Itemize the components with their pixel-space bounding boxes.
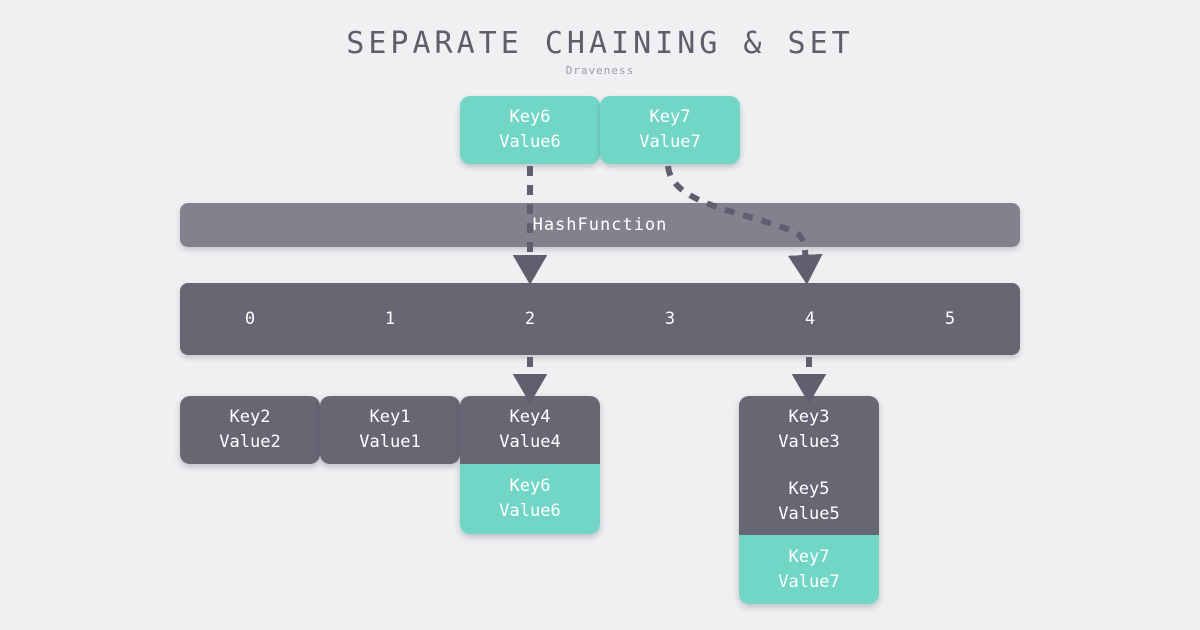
bucket-index-5[interactable]: 5	[944, 309, 956, 329]
hash-function-bar[interactable]: HashFunction	[180, 203, 1020, 247]
chain-bucket-1-segment-0[interactable]: Key1 Value1	[320, 396, 460, 464]
chain-bucket-2-segment-1[interactable]: Key6 Value6	[460, 464, 600, 534]
chain-entry: Key5 Value5	[778, 477, 839, 527]
incoming-node-key7-key: Key7	[649, 107, 691, 127]
chain-entry-key: Key2	[229, 407, 271, 427]
chain-bucket-2-segment-0[interactable]: Key4 Value4	[460, 396, 600, 464]
chain-entry: Key6 Value6	[499, 474, 560, 524]
chain-entry-key: Key6	[509, 476, 551, 496]
incoming-node-key6-value: Value6	[499, 132, 561, 152]
bucket-index-2[interactable]: 2	[524, 309, 536, 329]
chain-bucket-0: Key2 Value2	[180, 396, 320, 464]
chain-entry-key: Key3	[788, 406, 830, 427]
chain-entry-value: Value5	[778, 503, 840, 524]
chain-entry-value: Value4	[499, 432, 561, 452]
chain-bucket-2: Key4 Value4 Key6 Value6	[460, 396, 600, 534]
chain-bucket-0-segment-0[interactable]: Key2 Value2	[180, 396, 320, 464]
hash-function-label: HashFunction	[532, 215, 668, 235]
chain-bucket-4-segment-0[interactable]: Key3 Value3 Key5 Value5	[739, 396, 879, 535]
chain-entry-value: Value2	[219, 432, 281, 452]
chain-bucket-4-segment-1[interactable]: Key7 Value7	[739, 535, 879, 604]
bucket-index-0[interactable]: 0	[244, 309, 256, 329]
chain-entry: Key4 Value4	[499, 405, 560, 455]
chain-bucket-1: Key1 Value1	[320, 396, 460, 464]
incoming-node-key7[interactable]: Key7 Value7	[600, 96, 740, 164]
chain-entry-key: Key1	[369, 407, 411, 427]
chain-entry-value: Value3	[778, 431, 840, 452]
chain-entry: Key1 Value1	[359, 405, 420, 455]
bucket-index-4[interactable]: 4	[804, 309, 816, 329]
chain-entry-value: Value7	[778, 571, 840, 592]
incoming-node-key7-value: Value7	[639, 132, 701, 152]
chain-entry: Key2 Value2	[219, 405, 280, 455]
bucket-array-bar: 0 1 2 3 4 5	[180, 283, 1020, 355]
chain-entry-value: Value6	[499, 501, 561, 521]
chain-entry: Key3 Value3	[778, 405, 839, 455]
incoming-node-key6-key: Key6	[509, 107, 551, 127]
bucket-index-3[interactable]: 3	[664, 309, 676, 329]
chain-entry-key: Key7	[788, 546, 830, 567]
page-title: SEPARATE CHAINING & SET	[346, 26, 854, 61]
chain-entry-key: Key5	[788, 478, 830, 499]
chain-entry: Key7 Value7	[778, 545, 839, 595]
chain-entry-value: Value1	[359, 432, 421, 452]
page-subtitle: Draveness	[565, 64, 635, 77]
chain-bucket-4: Key3 Value3 Key5 Value5 Key7 Value7	[739, 396, 879, 604]
incoming-node-key6[interactable]: Key6 Value6	[460, 96, 600, 164]
chain-entry-key: Key4	[509, 407, 551, 427]
bucket-index-1[interactable]: 1	[384, 309, 396, 329]
